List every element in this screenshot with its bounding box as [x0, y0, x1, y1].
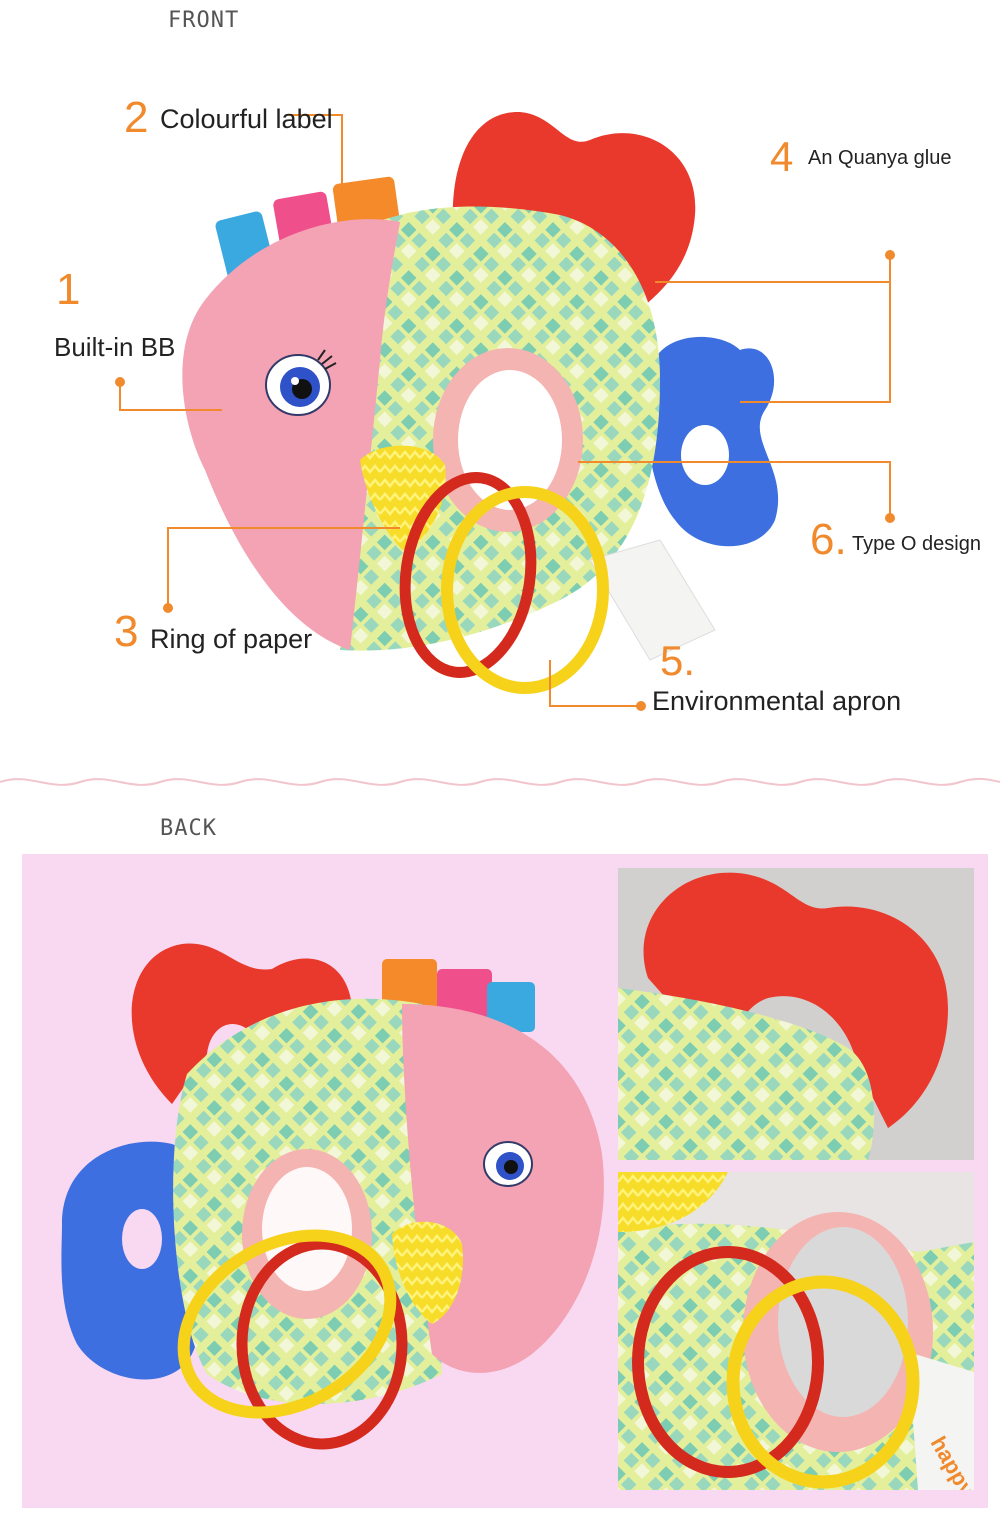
leader-line-2	[286, 114, 343, 195]
red-ring	[399, 472, 537, 678]
wavy-divider	[0, 777, 1000, 786]
leader-line-3	[167, 527, 400, 608]
fish-head	[182, 219, 400, 650]
callout-dot-3	[163, 603, 173, 613]
callout-label-2: Colourful label	[160, 104, 333, 134]
callout-number-6: 6.	[810, 515, 847, 564]
fabric-tag	[589, 539, 716, 661]
callout-number-3: 3	[114, 607, 139, 656]
callout-number-5: 5.	[660, 637, 696, 684]
leader-line-1	[119, 382, 222, 411]
front-toy-illustration	[182, 111, 779, 694]
callout-dot-5	[636, 701, 646, 711]
callout-dot-6	[885, 513, 895, 523]
detail-photo-rings: happy	[618, 1172, 974, 1490]
callout-label-5: Environmental apron	[652, 686, 902, 716]
callout-label-4: An Quanya glue	[808, 147, 952, 169]
callout-lines	[115, 114, 895, 711]
callout-dot-4	[885, 250, 895, 260]
callout-label-6: Type O design	[852, 533, 981, 555]
callout-dot-1	[115, 377, 125, 387]
front-title: FRONT	[168, 8, 240, 33]
callout-number-1: 1	[56, 265, 81, 314]
leader-line-5	[549, 660, 640, 707]
callout-label-1: Built-in BB	[54, 332, 176, 362]
yellow-ring	[441, 486, 609, 694]
callout-number-4: 4	[770, 133, 794, 180]
back-title: BACK	[160, 816, 217, 841]
red-teether-fin	[452, 111, 696, 318]
back-toy-illustration	[61, 943, 604, 1450]
leader-line-4	[655, 281, 891, 403]
callout-label-3: Ring of paper	[150, 624, 313, 654]
leader-line-6	[578, 461, 891, 518]
detail-photo-fin	[618, 868, 974, 1160]
back-photo-panel: happy	[22, 854, 988, 1508]
callout-number-2: 2	[124, 93, 149, 142]
tail-hole	[681, 425, 729, 485]
